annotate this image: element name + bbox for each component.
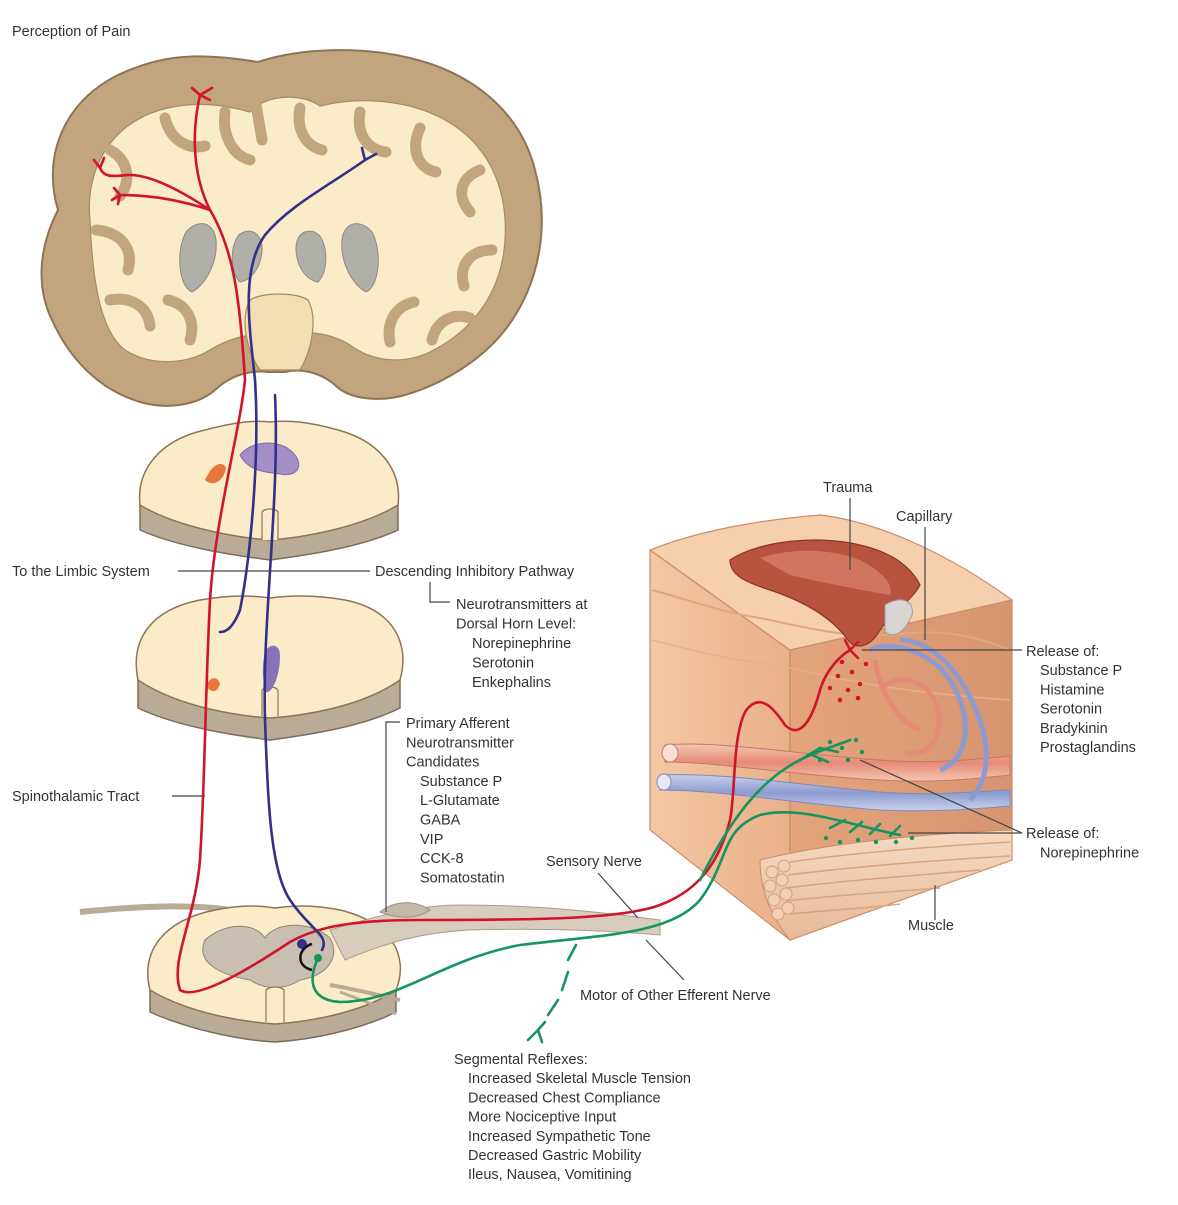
segmental-reflexes: Segmental Reflexes: Increased Skeletal Mu… [454,1052,691,1183]
spinothalamic-tract-line [193,93,247,382]
block-list-item: Bradykinin [1040,721,1108,737]
norepinephrine-dots [817,737,915,845]
block-heading-line: Dorsal Horn Level: [456,617,576,633]
substance-release-dots-red [827,659,869,703]
brainstem [244,293,314,371]
interneuron [299,942,313,972]
label-trauma: Trauma [823,480,873,496]
spinal-section-middle [135,595,404,741]
block-heading-line: Candidates [406,755,479,771]
sensory-pathway [92,86,860,994]
block-list-item: More Nociceptive Input [468,1110,616,1126]
muscle-bundle [759,829,1013,941]
descending-synapse [297,939,307,949]
label-motor-nerve: Motor of Other Efferent Nerve [580,988,771,1004]
block-list-item: Norepinephrine [472,636,571,652]
block-list-item: GABA [420,813,461,829]
block-list-item: Prostaglandins [1040,740,1136,756]
capillary-loops [868,637,989,802]
label-sensory-nerve: Sensory Nerve [546,854,642,870]
block-list-item: Norepinephrine [1040,846,1139,862]
brain-coronal-section [40,49,543,407]
spinal-section-lower [79,902,661,1043]
block-list-item: Somatostatin [420,870,505,886]
block-list-item: Serotonin [472,656,534,672]
motor-neuron-body [314,954,322,962]
block-list-item: Histamine [1040,682,1104,698]
block-heading: Release of: [1026,826,1099,842]
block-list-item: Decreased Gastric Mobility [468,1148,642,1164]
descending-pathway [218,146,378,952]
block-list-item: Decreased Chest Compliance [468,1090,661,1106]
release-of-norepinephrine: Release of: Norepinephrine [1026,826,1139,862]
block-heading: Segmental Reflexes: [454,1052,588,1068]
block-heading-line: Neurotransmitters at [456,597,587,613]
title-perception-of-pain: Perception of Pain [12,24,131,40]
brain-white-matter [88,96,506,363]
leader-lines [172,498,1023,981]
label-muscle: Muscle [908,918,954,934]
block-list-item: CCK-8 [420,851,464,867]
block-heading: Release of: [1026,644,1099,660]
dorsal-horn-neurotransmitters: Neurotransmitters at Dorsal Horn Level: No… [456,597,587,691]
block-list-item: Ileus, Nausea, Vomitining [468,1167,632,1183]
block-list-item: Increased Sympathetic Tone [468,1129,651,1145]
block-heading-line: Neurotransmitter [406,735,514,751]
efferent-pathway [311,738,902,1044]
spinal-section-upper [138,420,400,561]
block-list-item: Serotonin [1040,702,1102,718]
block-list-item: Substance P [420,774,502,790]
block-heading-line: Primary Afferent [406,716,510,732]
ventricles [179,223,379,293]
block-list-item: Substance P [1040,663,1122,679]
block-list-item: VIP [420,832,443,848]
block-list-item: Enkephalins [472,675,551,691]
block-list-item: L-Glutamate [420,793,500,809]
primary-afferent-candidates: Primary AfferentNeurotransmitterCandidat… [406,716,514,886]
block-list-item: Increased Skeletal Muscle Tension [468,1071,691,1087]
tissue-block [648,514,1014,942]
label-descending-pathway: Descending Inhibitory Pathway [375,564,575,580]
vessel-blue [659,774,1011,812]
release-of-mediators: Release of: Substance P HistamineSerotonin… [1026,644,1136,756]
label-spinothalamic-tract: Spinothalamic Tract [12,789,139,805]
cortical-folds [90,62,498,348]
label-limbic-system: To the Limbic System [12,564,150,580]
label-capillary: Capillary [896,509,953,525]
